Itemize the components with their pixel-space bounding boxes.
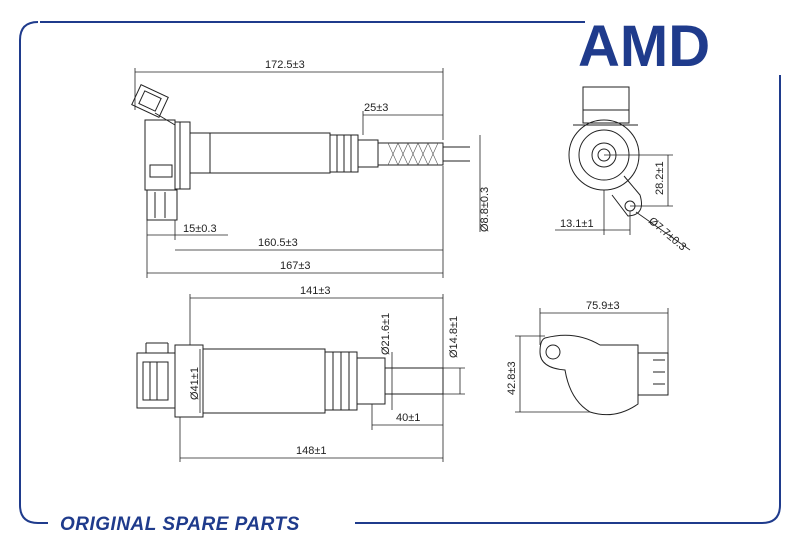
- side-view-bottom: [136, 342, 444, 418]
- dim-head-diameter: Ø41±1: [189, 367, 201, 400]
- dim-barrel-diameter: Ø21.6±1: [380, 313, 392, 355]
- coil-head-top: [144, 119, 176, 191]
- top-housing: [539, 334, 639, 416]
- side-top-dimensions: [134, 68, 481, 278]
- coil-barrel-bottom: [202, 348, 326, 414]
- coil-boot-bottom: [384, 367, 444, 395]
- side-bottom-dimensions: [179, 294, 465, 462]
- coil-barrel-top: [189, 132, 331, 174]
- dim-top-width: 75.9±3: [586, 300, 620, 312]
- svg-text:AMD: AMD: [578, 14, 710, 79]
- top-mount-hole: [545, 344, 561, 360]
- end-dimensions: [555, 154, 691, 251]
- lower-plug-top: [146, 189, 178, 221]
- dim-overall-length-top: 172.5±3: [265, 59, 305, 71]
- dim-connector-offset: 15±0.3: [183, 223, 217, 235]
- dim-tip-length: 25±3: [364, 102, 388, 114]
- dim-barrel-length: 141±3: [300, 285, 331, 297]
- end-view: [568, 86, 642, 217]
- connector-plug-top: [131, 84, 176, 126]
- side-view-top: [131, 84, 470, 221]
- dim-top-height: 42.8±3: [506, 361, 518, 395]
- dim-boot-diameter: Ø14.8±1: [448, 316, 460, 358]
- top-view: [539, 334, 669, 416]
- dim-hole-offset-x: 13.1±1: [560, 218, 594, 230]
- dim-boot-length: 40±1: [396, 412, 420, 424]
- dim-tip-diameter: Ø8.8±0.3: [479, 187, 491, 232]
- coil-boot-top: [377, 142, 444, 166]
- dim-hole-offset-y: 28.2±1: [654, 161, 666, 195]
- end-connector: [582, 86, 630, 124]
- dim-overall-length: 148±1: [296, 445, 327, 457]
- coil-flange-top: [174, 121, 191, 190]
- dim-hole-diameter: Ø7.7±0.3: [646, 215, 688, 253]
- brand-logo: AMD: [578, 14, 710, 79]
- end-mount-ear: [611, 175, 642, 217]
- dim-overall-length-bottom: 167±3: [280, 260, 311, 272]
- sheet-frame: [19, 21, 781, 524]
- dim-body-length: 160.5±3: [258, 237, 298, 249]
- top-connector: [637, 352, 669, 396]
- top-dimensions: [515, 308, 669, 413]
- footer-title: ORIGINAL SPARE PARTS: [60, 514, 300, 535]
